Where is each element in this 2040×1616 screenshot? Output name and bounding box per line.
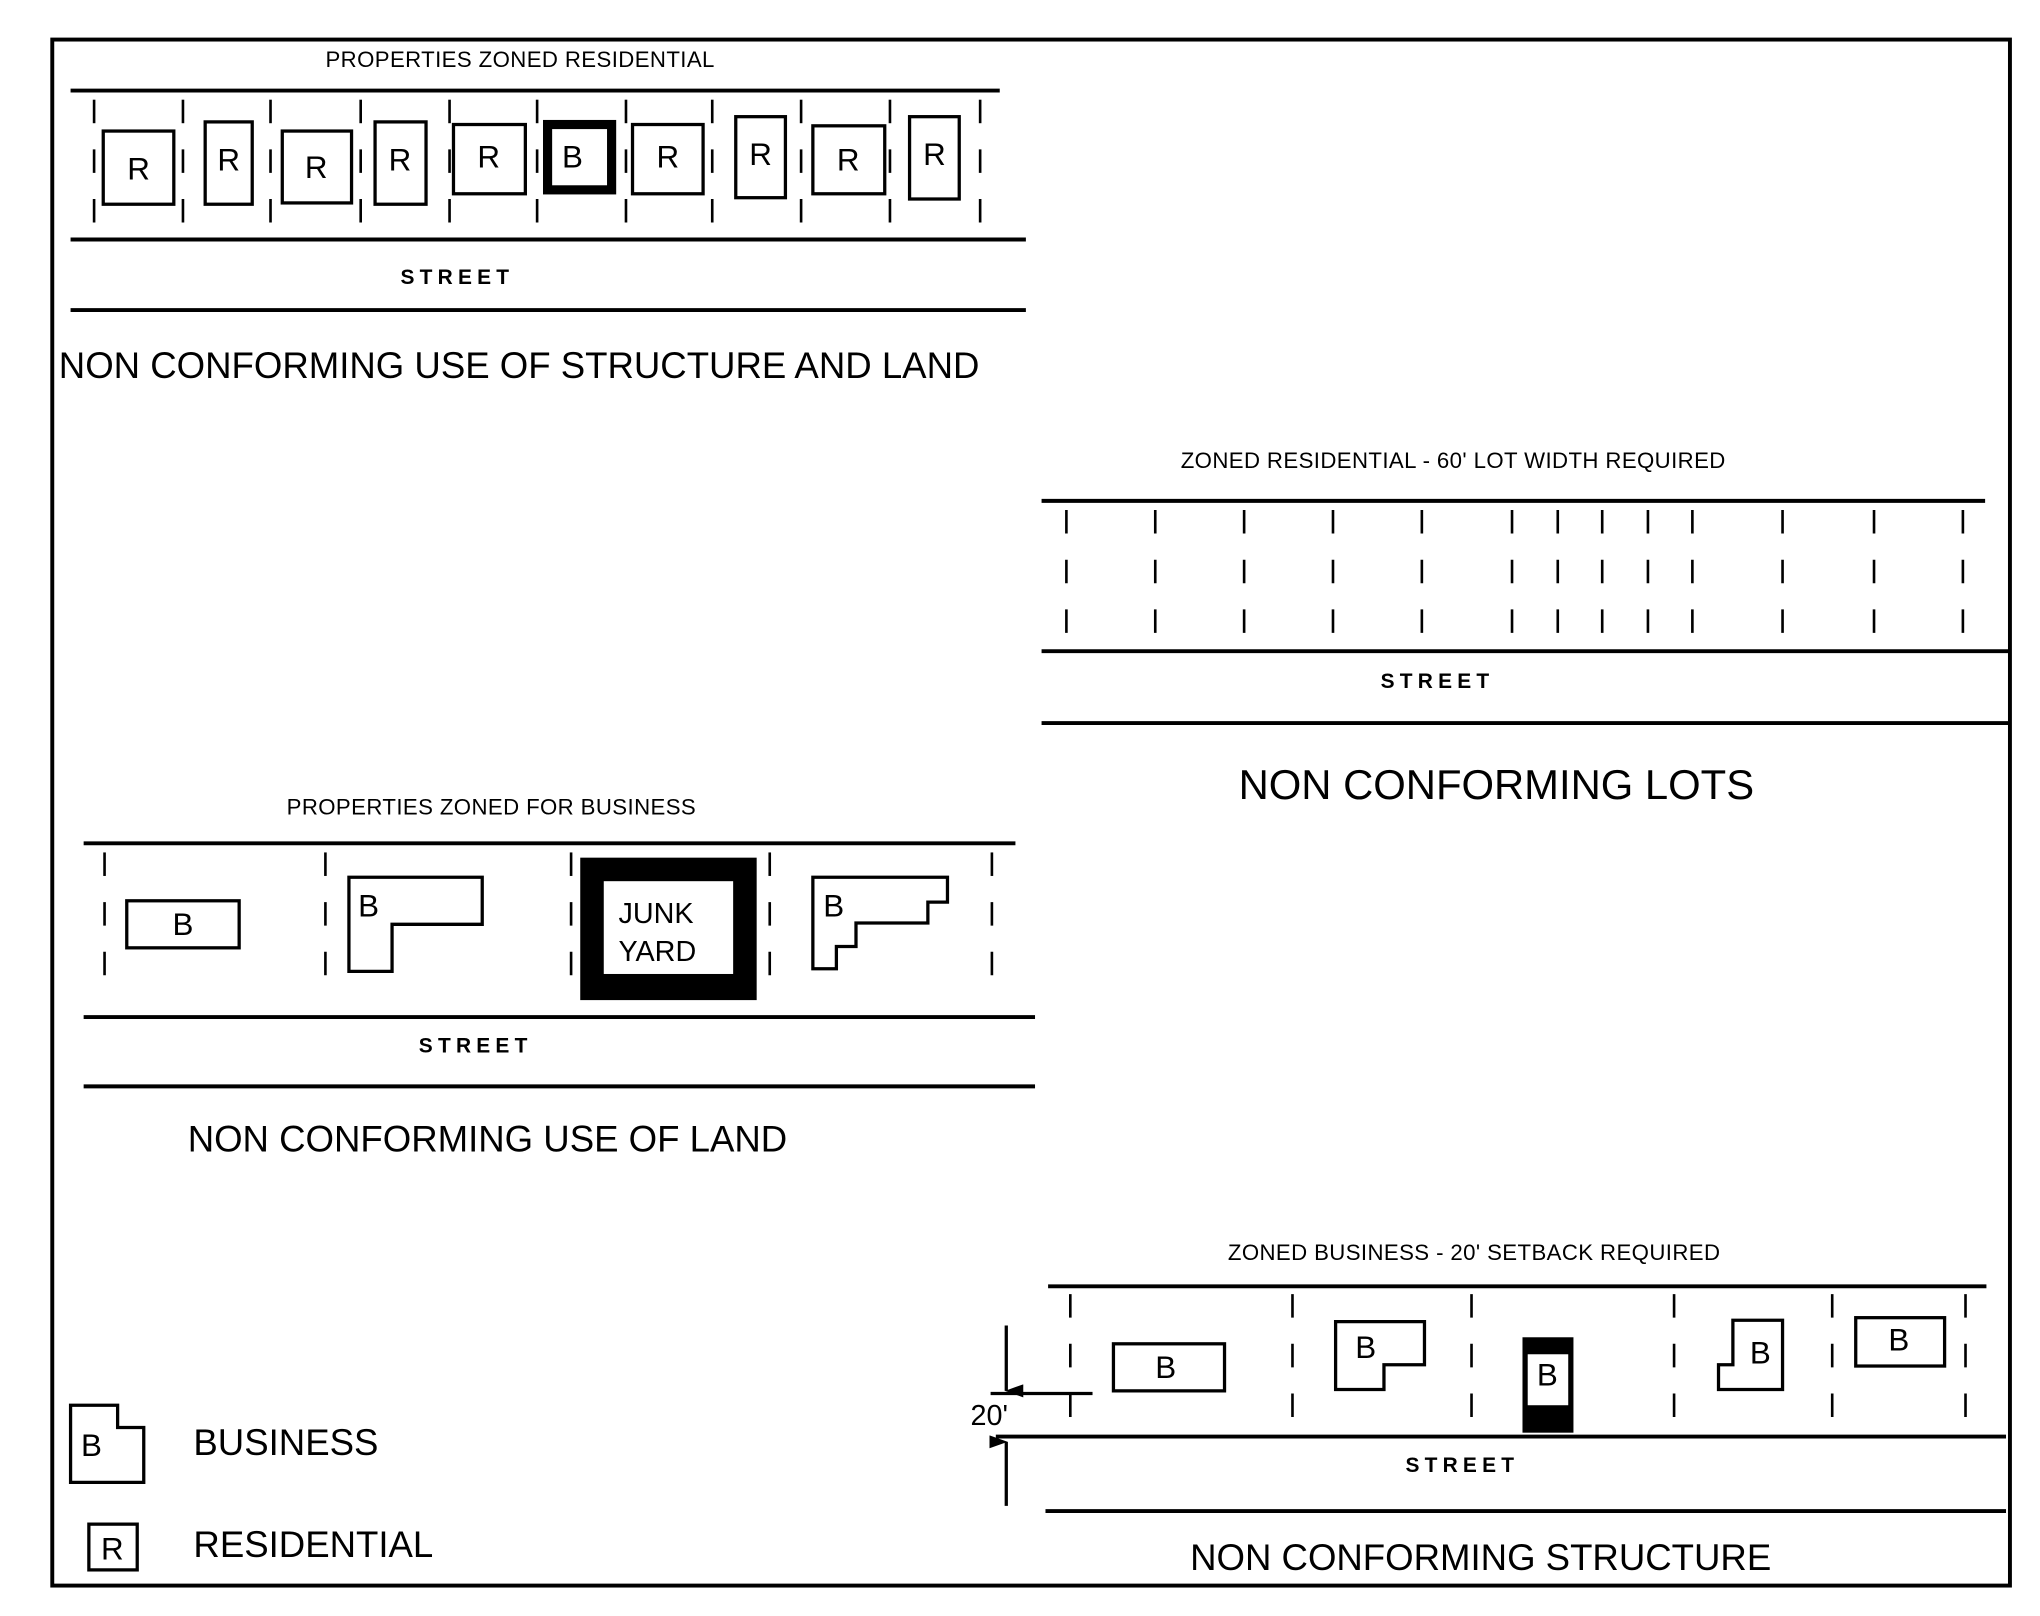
residential-building: R: [280, 129, 354, 205]
panel-heading: NON CONFORMING STRUCTURE: [1190, 1537, 1771, 1578]
panel-heading: NON CONFORMING USE OF STRUCTURE AND LAND: [59, 345, 980, 386]
business-building-nonconforming: B: [1522, 1337, 1574, 1433]
residential-building: R: [630, 122, 705, 196]
street-label: STREET: [419, 1034, 533, 1057]
residential-building: R: [451, 122, 527, 196]
svg-text:R: R: [389, 142, 412, 177]
residential-building: R: [101, 129, 176, 206]
residential-building: R: [811, 124, 887, 196]
panel-title: ZONED BUSINESS - 20' SETBACK REQUIRED: [1228, 1240, 1721, 1265]
residential-building: R: [907, 115, 961, 201]
business-building: B: [347, 875, 484, 973]
junk-yard: JUNK YARD: [580, 857, 757, 1001]
svg-text:B: B: [172, 907, 193, 942]
svg-text:B: B: [1750, 1335, 1771, 1370]
legend-item-residential: R RESIDENTIAL: [87, 1522, 433, 1572]
street-label: STREET: [1405, 1454, 1519, 1477]
panel-heading: NON CONFORMING LOTS: [1239, 761, 1755, 808]
residential-symbol-icon: [87, 1522, 139, 1572]
svg-text:R: R: [127, 151, 150, 186]
business-building: B: [1333, 1319, 1427, 1392]
svg-text:R: R: [749, 137, 772, 172]
svg-text:20': 20': [971, 1400, 1008, 1432]
street-label: STREET: [1381, 670, 1495, 693]
svg-text:B: B: [1537, 1358, 1558, 1393]
outer-border: [50, 37, 2012, 1588]
svg-text:R: R: [305, 150, 328, 185]
residential-building: R: [734, 115, 788, 200]
business-building: B: [1854, 1316, 1947, 1368]
svg-text:R: R: [217, 142, 240, 177]
svg-text:B: B: [562, 140, 583, 175]
svg-text:R: R: [656, 140, 679, 175]
svg-text:B: B: [358, 888, 379, 923]
legend-item-business: B BUSINESS: [68, 1403, 378, 1484]
svg-text:RESIDENTIAL: RESIDENTIAL: [193, 1524, 433, 1565]
panel-heading: NON CONFORMING USE OF LAND: [188, 1119, 788, 1160]
svg-text:BUSINESS: BUSINESS: [193, 1422, 378, 1463]
lot-lines: [92, 99, 982, 239]
panel-lots: ZONED RESIDENTIAL - 60' LOT WIDTH REQUIR…: [1041, 448, 2010, 808]
svg-text:R: R: [923, 137, 946, 172]
panel-title: PROPERTIES ZONED RESIDENTIAL: [325, 47, 714, 72]
street-label: STREET: [401, 266, 515, 289]
svg-text:R: R: [101, 1531, 124, 1566]
svg-text:B: B: [1155, 1350, 1176, 1385]
residential-building: R: [203, 120, 254, 206]
business-building-highlighted: B: [542, 119, 617, 195]
panel-title: PROPERTIES ZONED FOR BUSINESS: [287, 795, 696, 820]
svg-text:B: B: [1355, 1330, 1376, 1365]
svg-text:B: B: [81, 1428, 102, 1463]
panel-use-of-land: PROPERTIES ZONED FOR BUSINESS B B JUNK Y…: [83, 795, 1036, 1160]
business-building: B: [811, 875, 950, 971]
business-building: B: [1111, 1342, 1227, 1393]
svg-text:B: B: [823, 888, 844, 923]
lot-lines: [1069, 1294, 1967, 1434]
svg-text:YARD: YARD: [618, 936, 696, 968]
panel-structure: ZONED BUSINESS - 20' SETBACK REQUIRED B …: [971, 1240, 2007, 1578]
svg-text:B: B: [1888, 1322, 1909, 1357]
legend: B BUSINESS R RESIDENTIAL: [68, 1403, 433, 1572]
panel-structure-and-land: PROPERTIES ZONED RESIDENTIAL R R R R R B…: [59, 47, 1026, 386]
business-building: B: [125, 899, 241, 950]
setback-dimension: 20': [971, 1325, 1093, 1506]
business-building: B: [1716, 1318, 1785, 1392]
business-symbol-icon: [68, 1403, 146, 1484]
residential-building: R: [373, 120, 428, 206]
svg-text:JUNK: JUNK: [619, 898, 694, 930]
lot-lines: [1065, 510, 1965, 650]
svg-text:R: R: [837, 142, 860, 177]
panel-title: ZONED RESIDENTIAL - 60' LOT WIDTH REQUIR…: [1181, 448, 1726, 473]
svg-text:R: R: [477, 140, 500, 175]
